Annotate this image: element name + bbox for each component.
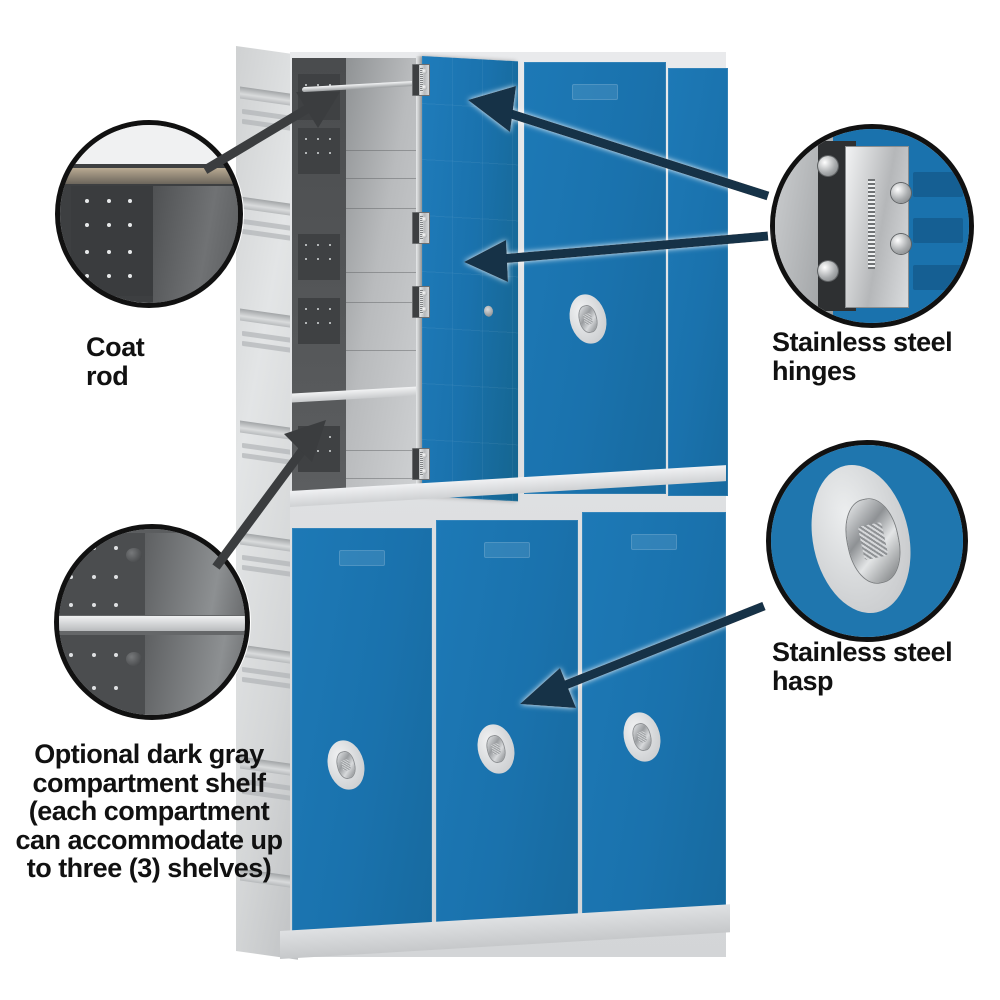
- label-slot: [572, 84, 618, 100]
- caption-line: can accommodate up: [15, 824, 283, 855]
- hinge-icon: [412, 286, 430, 318]
- hinge-icon: [412, 212, 430, 244]
- caption-line: Stainless steel: [772, 327, 953, 357]
- locker-door-upper-3[interactable]: [668, 68, 728, 496]
- locker-door-lower-2[interactable]: [436, 520, 578, 931]
- hasp-icon[interactable]: [618, 708, 666, 766]
- locker-door-upper-2[interactable]: [524, 62, 666, 494]
- callout-label-compartment-shelf: Optional dark gray compartment shelf (ea…: [14, 740, 284, 883]
- callout-label-hinges: Stainless steel hinges: [772, 327, 992, 387]
- open-locker-door[interactable]: [422, 56, 518, 502]
- callout-label-hasp: Stainless steel hasp: [772, 637, 992, 697]
- hasp-icon[interactable]: [564, 290, 612, 348]
- caption-line: hinges: [772, 356, 857, 387]
- hasp-icon[interactable]: [472, 720, 520, 778]
- hasp-icon[interactable]: [322, 736, 370, 794]
- locker-door-lower-1[interactable]: [292, 528, 432, 933]
- callout-bubble-compartment-shelf: [54, 524, 250, 720]
- caption-line: Optional dark gray: [34, 739, 264, 769]
- caption-line: to three (3) shelves): [26, 853, 272, 884]
- caption-line: (each compartment: [28, 796, 270, 827]
- open-compartment-interior: [292, 58, 418, 496]
- callout-bubble-hasp: [766, 440, 968, 642]
- hinge-icon: [412, 448, 430, 480]
- caption-line: compartment shelf: [32, 767, 266, 798]
- label-slot: [339, 550, 385, 566]
- hinge-icon: [412, 64, 430, 96]
- locker-door-lower-3[interactable]: [582, 512, 726, 929]
- callout-bubble-coat-rod: [55, 120, 243, 308]
- label-slot: [484, 542, 530, 558]
- callout-label-coat-rod: Coat rod: [86, 332, 145, 391]
- caption-line: Stainless steel: [772, 637, 953, 667]
- caption-line: hasp: [772, 666, 834, 697]
- label-slot: [631, 534, 677, 550]
- callout-bubble-hinges: [770, 124, 974, 328]
- locker-cabinet-illustration: [236, 36, 730, 966]
- interior-back-panel: [292, 58, 346, 496]
